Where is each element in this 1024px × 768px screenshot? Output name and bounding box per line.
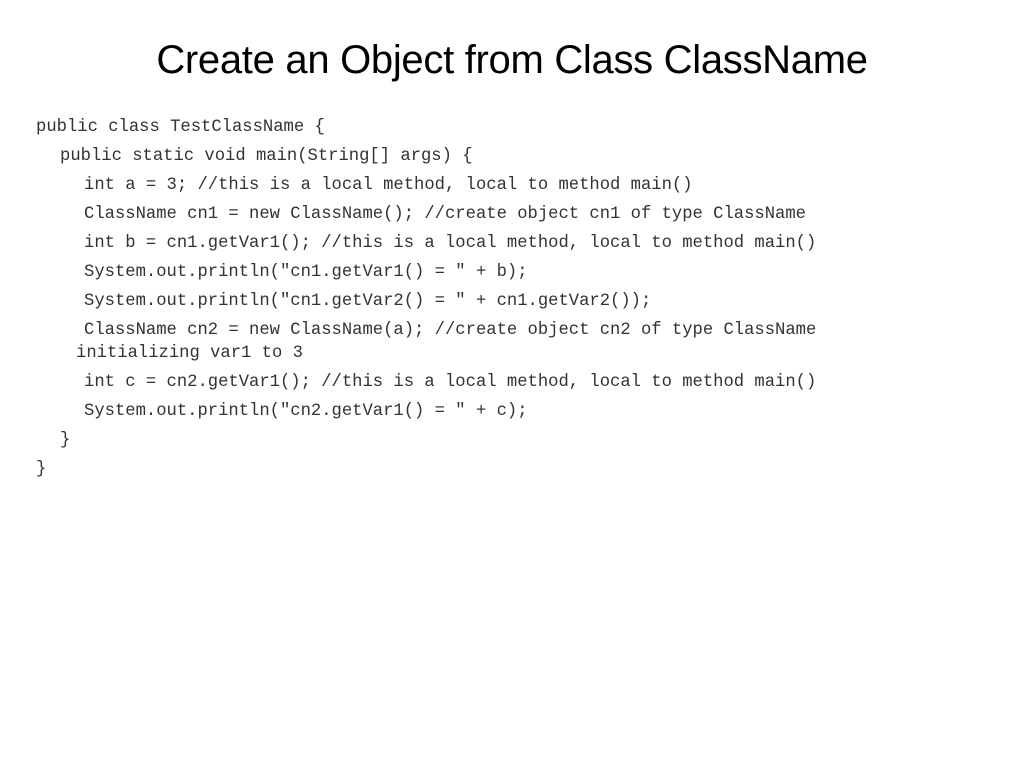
code-line-close-main: } (60, 431, 71, 450)
code-line-create-cn2-continuation: initializing var1 to 3 (76, 344, 303, 363)
slide-title: Create an Object from Class ClassName (156, 38, 868, 82)
code-line-int-c: int c = cn2.getVar1(); //this is a local… (84, 373, 817, 392)
code-line-create-cn1: ClassName cn1 = new ClassName(); //creat… (84, 205, 806, 224)
code-line-print-getvar2: System.out.println("cn1.getVar2() = " + … (84, 292, 652, 311)
code-line-print-getvar1: System.out.println("cn1.getVar1() = " + … (84, 263, 528, 282)
code-line-create-cn2-text: ClassName cn2 = new ClassName(a); //crea… (84, 321, 817, 340)
code-line-class-declaration: public class TestClassName { (36, 118, 325, 137)
code-line-int-a: int a = 3; //this is a local method, loc… (84, 176, 693, 195)
code-line-print-cn2-getvar1: System.out.println("cn2.getVar1() = " + … (84, 402, 528, 421)
code-block: public class TestClassName { public stat… (36, 118, 996, 489)
code-line-int-b: int b = cn1.getVar1(); //this is a local… (84, 234, 817, 253)
code-line-close-class: } (36, 460, 47, 479)
code-line-main-declaration: public static void main(String[] args) { (60, 147, 473, 166)
code-line-create-cn2: ClassName cn2 = new ClassName(a); //crea… (36, 321, 996, 373)
